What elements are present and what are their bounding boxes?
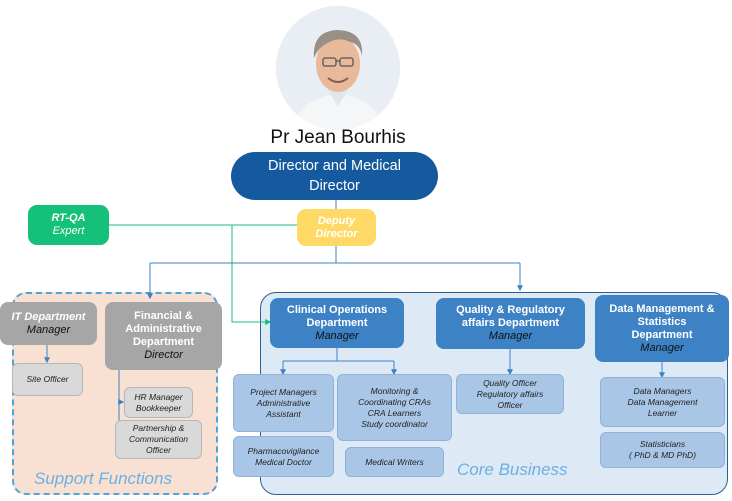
data-title-line-3: Department xyxy=(631,328,693,341)
pharmacovigilance-box: Pharmacovigilance Medical Doctor xyxy=(233,436,334,477)
dm-line-3: Learner xyxy=(647,407,678,418)
director-role: Director and Medical Director xyxy=(268,158,401,194)
monitoring-cras-box: Monitoring & Coordinating CRAs CRA Learn… xyxy=(337,374,452,441)
clinical-role: Manager xyxy=(315,329,359,342)
finance-title-line-2: Administrative xyxy=(125,323,202,335)
pv-line-1: Pharmacovigilance xyxy=(247,445,320,456)
data-title-line-1: Data Management & xyxy=(609,302,715,315)
clinical-title-line-2: Department xyxy=(306,316,368,329)
partnership-line-3: Officer xyxy=(145,445,172,455)
clinical-title-line-1: Clinical Operations xyxy=(286,303,388,316)
core-business-label: Core Business xyxy=(457,460,568,479)
data-role: Manager xyxy=(640,341,684,354)
project-managers-box: Project Managers Administrative Assistan… xyxy=(233,374,334,432)
support-functions-label: Support Functions xyxy=(34,469,172,488)
partnership-line-2: Communication xyxy=(128,434,189,444)
qo-line-2: Regulatory affairs xyxy=(476,388,544,399)
quality-role: Manager xyxy=(488,330,533,342)
it-department-role: Manager xyxy=(26,323,71,336)
portrait-photo xyxy=(276,6,400,130)
leader-name: Pr Jean Bourhis xyxy=(270,127,406,148)
data-managers-box: Data Managers Data Management Learner xyxy=(600,377,725,427)
quality-title-line-2: affairs Department xyxy=(461,317,560,329)
data-title-line-2: Statistics xyxy=(637,315,687,328)
quality-officer-box: Quality Officer Regulatory affairs Offic… xyxy=(456,374,564,414)
pm-line-2: Administrative xyxy=(256,397,311,408)
mon-line-1: Monitoring & xyxy=(370,385,419,396)
it-department-title: IT Department xyxy=(11,310,86,323)
hr-line-1: HR Manager xyxy=(134,391,183,402)
data-management-box: Data Management & Statistics Department … xyxy=(595,295,729,362)
it-department-box: IT Department Manager xyxy=(0,302,97,345)
site-officer-box: Site Officer xyxy=(12,363,83,396)
qo-line-3: Officer xyxy=(497,399,523,410)
mon-line-2: Coordinating CRAs xyxy=(358,396,431,407)
deputy-director-box: Deputy Director xyxy=(297,209,376,246)
rtqa-line-1: RT-QA xyxy=(51,212,86,224)
stat-line-1: Statisticians xyxy=(639,439,686,449)
mon-line-3: CRA Learners xyxy=(367,407,422,418)
pm-line-1: Project Managers xyxy=(250,386,317,397)
hr-manager-box: HR Manager Bookkeeper xyxy=(124,387,193,418)
mon-line-4: Study coordinator xyxy=(361,418,428,429)
rt-qa-expert-box: RT-QA Expert xyxy=(28,205,109,245)
quality-title-line-1: Quality & Regulatory xyxy=(456,304,565,316)
finance-title-line-1: Financial & xyxy=(134,310,193,322)
deputy-line-2: Director xyxy=(315,227,358,240)
stat-line-2: ( PhD & MD PhD) xyxy=(628,450,697,460)
partnership-officer-box: Partnership & Communication Officer xyxy=(115,420,202,459)
rtqa-line-2: Expert xyxy=(52,225,85,237)
qo-line-1: Quality Officer xyxy=(483,377,537,388)
pm-line-3: Assistant xyxy=(266,408,301,419)
quality-regulatory-box: Quality & Regulatory affairs Department … xyxy=(436,298,585,349)
hr-line-2: Bookkeeper xyxy=(135,402,182,413)
director-box: Director and Medical Director xyxy=(231,152,438,200)
mw-line-1: Medical Writers xyxy=(365,456,424,467)
deputy-line-1: Deputy xyxy=(317,214,356,227)
dm-line-2: Data Management xyxy=(627,396,698,407)
statisticians-box: Statisticians ( PhD & MD PhD) xyxy=(600,432,725,468)
medical-writers-box: Medical Writers xyxy=(345,447,444,477)
pv-line-2: Medical Doctor xyxy=(255,456,312,467)
finance-title-line-3: Department xyxy=(132,336,195,348)
finance-role: Director xyxy=(144,349,183,361)
finance-department-box: Financial & Administrative Department Di… xyxy=(105,302,222,370)
clinical-operations-box: Clinical Operations Department Manager xyxy=(270,298,404,348)
site-officer-label: Site Officer xyxy=(26,374,69,384)
dm-line-1: Data Managers xyxy=(633,385,692,396)
partnership-line-1: Partnership & xyxy=(132,423,185,433)
